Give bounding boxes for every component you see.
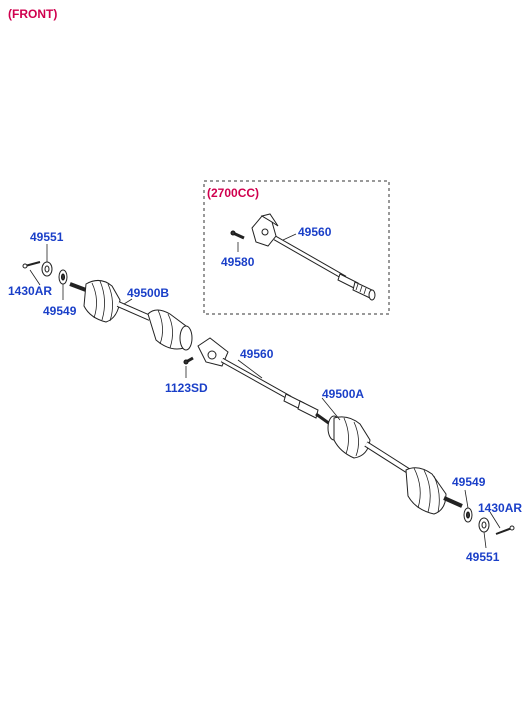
right-pin-label[interactable]: 1430AR	[478, 501, 522, 515]
front-label: (FRONT)	[8, 7, 57, 21]
inset-bolt[interactable]	[230, 230, 245, 240]
inset-shaft[interactable]	[251, 213, 376, 301]
leader-lines	[29, 244, 501, 549]
left-inner-joint[interactable]	[147, 309, 193, 351]
inset-box	[203, 180, 390, 315]
right-inner-joint[interactable]	[327, 415, 412, 475]
left-pin-label[interactable]: 1430AR	[8, 284, 52, 298]
right-outer-joint[interactable]	[405, 467, 463, 515]
shaft-label[interactable]: 49560	[240, 347, 274, 361]
inset-shaft-label[interactable]: 49560	[298, 225, 332, 239]
left-outer-joint[interactable]	[69, 280, 152, 323]
left-nut[interactable]	[41, 261, 53, 277]
right-nut[interactable]	[478, 517, 490, 533]
left-washer-label[interactable]: 49549	[43, 304, 77, 318]
left-washer[interactable]	[58, 269, 68, 285]
inset-bolt-label[interactable]: 49580	[221, 255, 255, 269]
bolt-1123sd[interactable]	[183, 356, 194, 365]
bolt-label[interactable]: 1123SD	[165, 381, 208, 395]
intermediate-shaft[interactable]	[197, 337, 331, 426]
left-joint-assy-label[interactable]: 49500B	[127, 286, 169, 300]
right-washer[interactable]	[463, 507, 473, 523]
inset-2700cc: (2700CC) 49560 49580	[203, 180, 390, 315]
right-washer-label[interactable]: 49549	[452, 475, 486, 489]
right-nut-label[interactable]: 49551	[466, 550, 500, 564]
right-cotter-pin[interactable]	[495, 525, 515, 535]
right-joint-assy-label[interactable]: 49500A	[322, 387, 364, 401]
inset-shaft-leader	[282, 233, 297, 241]
left-nut-label[interactable]: 49551	[30, 230, 64, 244]
left-cotter-pin[interactable]	[22, 261, 41, 269]
inset-title: (2700CC)	[207, 186, 259, 200]
